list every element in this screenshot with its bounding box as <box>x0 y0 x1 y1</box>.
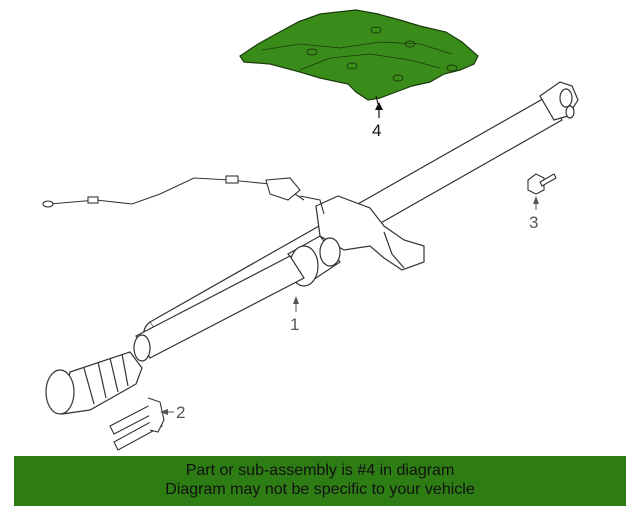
banner-line-2: Diagram may not be specific to your vehi… <box>165 481 475 498</box>
callout-label-2: 2 <box>176 403 185 422</box>
callout-leader-1 <box>293 296 299 312</box>
brake-cable <box>42 175 325 215</box>
drive-shaft-part-1 <box>45 81 579 415</box>
callout-label-4: 4 <box>372 121 381 140</box>
callout-leader-3 <box>533 196 539 210</box>
parts-diagram: 4 1 <box>42 9 579 451</box>
callout-label-1: 1 <box>290 315 299 334</box>
bolt-part-3 <box>527 173 557 195</box>
clamp-part-2 <box>109 397 165 451</box>
info-banner: Part or sub-assembly is #4 in diagram Di… <box>14 456 626 506</box>
callout-label-3: 3 <box>529 213 538 232</box>
heat-shield-part-4[interactable] <box>239 9 479 105</box>
banner-line-1: Part or sub-assembly is #4 in diagram <box>185 462 455 479</box>
callout-leader-4 <box>375 102 383 118</box>
callout-leader-2 <box>160 409 174 415</box>
